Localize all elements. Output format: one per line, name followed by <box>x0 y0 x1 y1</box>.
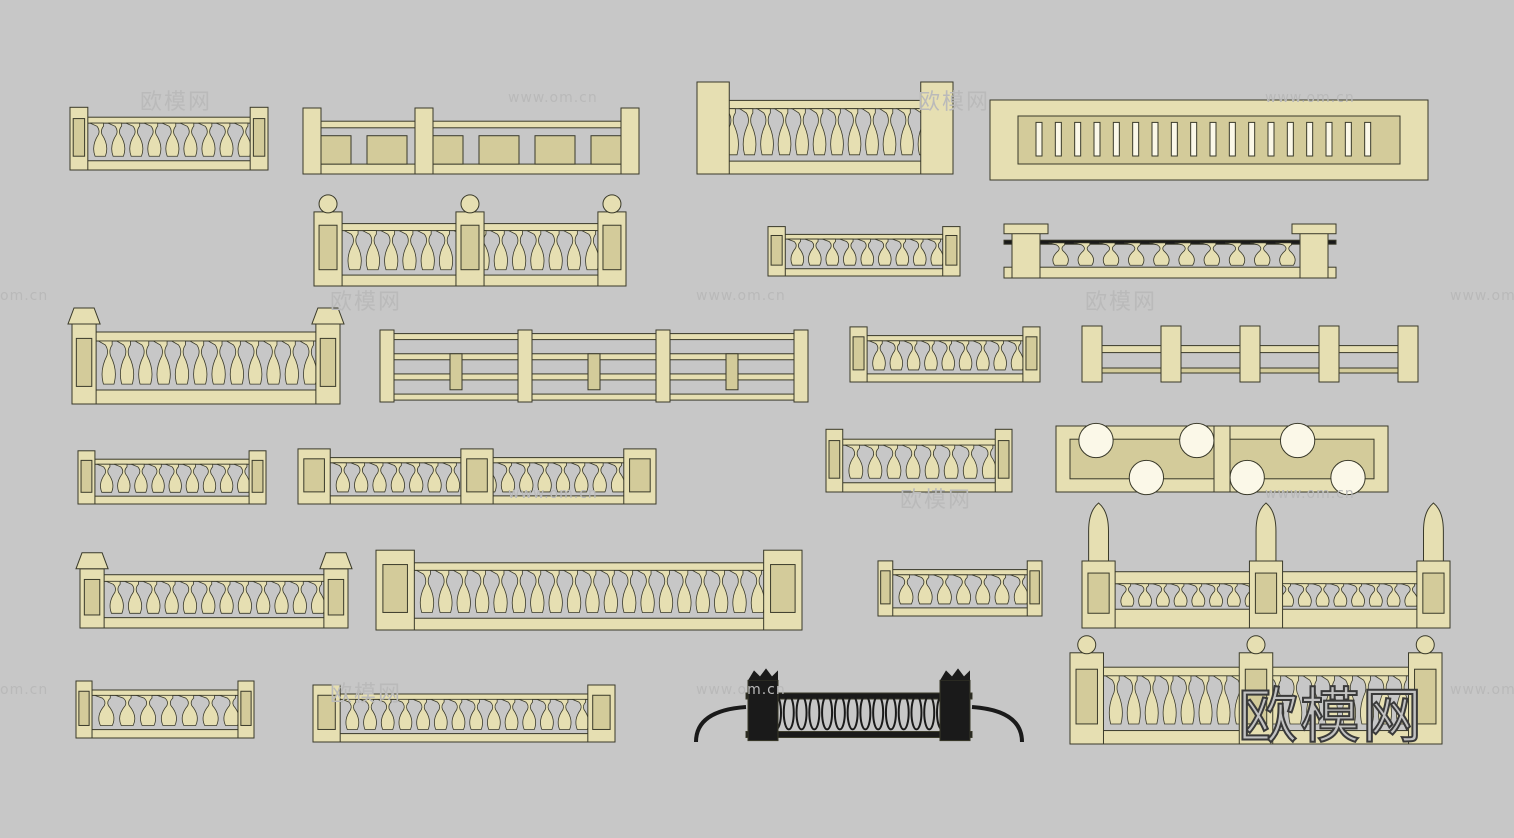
balustrade-square-posts <box>69 106 269 171</box>
watermark-cn: 欧模网 <box>918 90 991 115</box>
balustrade-urn-posts <box>67 307 345 405</box>
watermark-cn: 欧模网 <box>140 90 213 115</box>
watermark-cn: 欧模网 <box>1085 290 1158 315</box>
watermark-domain: www.om.cn <box>1265 486 1355 502</box>
watermark-domain: www.om.cn <box>1450 288 1514 304</box>
watermark-domain-short: om.cn <box>0 288 49 304</box>
watermark-domain: www.om.cn <box>1450 682 1514 698</box>
fence-simple-posts <box>1081 325 1419 383</box>
balustrade-dense <box>75 680 255 739</box>
watermark-domain: www.om.cn <box>508 90 598 106</box>
iron-ornamental-railing <box>694 668 1024 743</box>
watermark-cn: 欧模网 <box>330 290 403 315</box>
railing-horizontal-rails <box>379 329 809 403</box>
balustrade-center-pedestal <box>297 448 657 505</box>
balustrade-planter-posts <box>75 552 353 629</box>
watermark-domain-short: om.cn <box>0 682 49 698</box>
balustrade-ball-posts <box>1069 635 1443 745</box>
balustrade-urns-and-statue <box>1081 502 1451 629</box>
balustrade-carved-posts <box>825 428 1013 493</box>
railing-arch-cutouts <box>1055 422 1389 496</box>
balustrade-ornament-posts <box>767 226 961 277</box>
balustrade-framed <box>77 450 267 505</box>
railing-planter-columns <box>1003 223 1337 279</box>
brand-logo-watermark: 欧模网 <box>1237 681 1424 753</box>
balustrade-ball-finials <box>313 194 627 287</box>
watermark-domain: www.om.cn <box>1265 90 1355 106</box>
balustrade-short <box>849 326 1041 383</box>
watermark-cn: 欧模网 <box>900 488 973 513</box>
balustrade-panel-base <box>312 684 616 743</box>
watermark-domain: www.om.cn <box>508 486 598 502</box>
watermark-domain: www.om.cn <box>696 682 786 698</box>
balustrade-large-pedestals <box>696 81 954 175</box>
wall-with-slot-openings <box>989 99 1429 181</box>
balustrade-small <box>877 560 1043 617</box>
balustrade-wall-ends <box>375 549 803 631</box>
railing-solid-panels <box>302 107 640 175</box>
watermark-domain: www.om.cn <box>696 288 786 304</box>
watermark-cn: 欧模网 <box>330 682 403 707</box>
